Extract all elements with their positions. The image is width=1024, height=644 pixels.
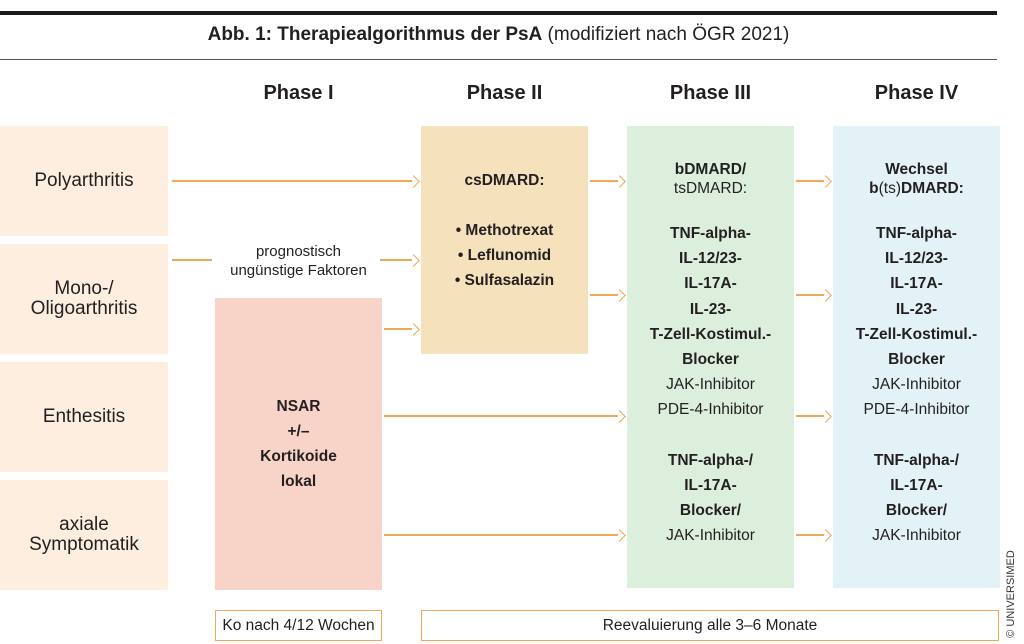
title-bold: Abb. 1: Therapiealgorithmus der PsA (207, 24, 543, 45)
phase4-drug: JAK-Inhibitor (872, 376, 961, 394)
phase-3-box: bDMARD/ tsDMARD: TNF-alpha- IL-12/23- IL… (627, 126, 794, 588)
phase4-drug: IL-17A- (890, 476, 943, 494)
phase3-drug: IL-23- (689, 300, 732, 318)
phase4-drug: IL-17A- (890, 275, 943, 293)
phase4-drug: JAK-Inhibitor (872, 527, 961, 545)
figure-title: Abb. 1: Therapiealgorithmus der PsA (mod… (0, 24, 997, 46)
phase4-drug: Blocker (888, 351, 945, 369)
phase2-item: • Methotrexat (455, 222, 554, 239)
phase3-drug: IL-17A- (684, 275, 737, 293)
arrow-phase2-to-phase3-mid (590, 288, 626, 302)
top-rule (0, 11, 997, 15)
arrow-poly-to-phase2 (172, 174, 420, 188)
arrow-phase3-to-phase4-top (796, 174, 832, 188)
phase-1-header: Phase I (263, 82, 334, 104)
phase2-item: • Leflunomid (457, 247, 552, 264)
phase3-drug: PDE-4-Inhibitor (657, 401, 764, 419)
copyright-note: © UNIVERSIMED (1002, 548, 1020, 640)
phase3-drug: Blocker/ (679, 502, 742, 520)
phase4-heading-suffix: DMARD: (901, 180, 964, 197)
phase4-drug: IL-23- (895, 300, 938, 318)
phase2-item: • Sulfasalazin (454, 272, 555, 289)
arrow-phase3-to-phase4-axial (796, 528, 832, 542)
arrow-phase3-to-phase4-enthesitis (796, 409, 832, 423)
line-oligo-to-prognostic (172, 254, 212, 266)
phase3-drug: Blocker (682, 351, 739, 369)
footer-reeval-box: Reevaluierung alle 3–6 Monate (421, 610, 999, 641)
arrow-phase1-to-phase2 (384, 322, 420, 336)
row-oligoarthritis-label: Mono-/ Oligoarthritis (30, 278, 138, 319)
row-enthesitis-label: Enthesitis (42, 406, 126, 427)
phase3-drug: JAK-Inhibitor (666, 376, 755, 394)
phase1-line: +/– (287, 423, 310, 440)
row-polyarthritis-label: Polyarthritis (34, 170, 134, 191)
arrow-phase1-to-phase3-axial (384, 528, 626, 542)
phase-2-box: csDMARD: • Methotrexat • Leflunomid • Su… (421, 126, 588, 354)
row-polyarthritis: Polyarthritis (0, 126, 168, 236)
row-enthesitis: Enthesitis (0, 362, 168, 472)
row-oligoarthritis: Mono-/ Oligoarthritis (0, 244, 168, 354)
phase3-drug: IL-17A- (684, 476, 737, 494)
phase3-drug: TNF-alpha- (670, 225, 751, 242)
phase-2-header: Phase II (466, 82, 543, 104)
phase-3-header: Phase III (669, 82, 752, 104)
phase3-drug: JAK-Inhibitor (666, 527, 755, 545)
phase4-drug: T-Zell-Kostimul.- (855, 325, 978, 343)
phase1-line: NSAR (276, 398, 321, 415)
phase-4-header: Phase IV (874, 82, 959, 104)
phase4-drug: IL-12/23- (885, 250, 948, 268)
phase3-drug: T-Zell-Kostimul.- (649, 325, 772, 343)
prognostic-factors-label: prognostisch ungünstige Faktoren (230, 243, 367, 279)
phase1-line: Kortikoide (260, 448, 337, 465)
phase4-drug: PDE-4-Inhibitor (863, 401, 970, 419)
phase4-heading-line1: Wechsel (885, 161, 948, 178)
arrow-phase1-to-phase3-enthesitis (384, 409, 626, 423)
phase3-heading-normal: tsDMARD: (673, 180, 748, 197)
phase4-drug: Blocker/ (885, 502, 948, 520)
title-normal: (modifiziert nach ÖGR 2021) (542, 24, 790, 45)
phase4-drug: TNF-alpha- (876, 225, 957, 242)
phase4-heading-paren: (ts) (878, 180, 901, 197)
phase3-drug: TNF-alpha-/ (667, 451, 754, 469)
copyright-text: © UNIVERSIMED (1005, 550, 1017, 638)
phase1-line: lokal (280, 473, 317, 490)
phase3-drug: IL-12/23- (679, 250, 742, 268)
title-underline (0, 59, 997, 60)
arrow-prognostic-to-phase2 (380, 253, 420, 267)
phase-1-box: NSAR +/– Kortikoide lokal (215, 298, 382, 590)
phase2-heading: csDMARD: (464, 172, 545, 189)
row-axial-label: axiale Symptomatik (29, 514, 139, 555)
phase-4-box: Wechsel b(ts)DMARD: TNF-alpha- IL-12/23-… (833, 126, 1000, 588)
footer-phase1-box: Ko nach 4/12 Wochen (215, 610, 382, 641)
phase4-drug: TNF-alpha-/ (873, 451, 960, 469)
phase3-heading-bold: bDMARD/ (674, 161, 747, 178)
arrow-phase3-to-phase4-mid (796, 288, 832, 302)
phase4-heading-prefix: b (869, 180, 879, 197)
phase4-heading-line2: b(ts)DMARD: (869, 179, 964, 198)
arrow-phase2-to-phase3-top (590, 174, 626, 188)
row-axial: axiale Symptomatik (0, 480, 168, 590)
